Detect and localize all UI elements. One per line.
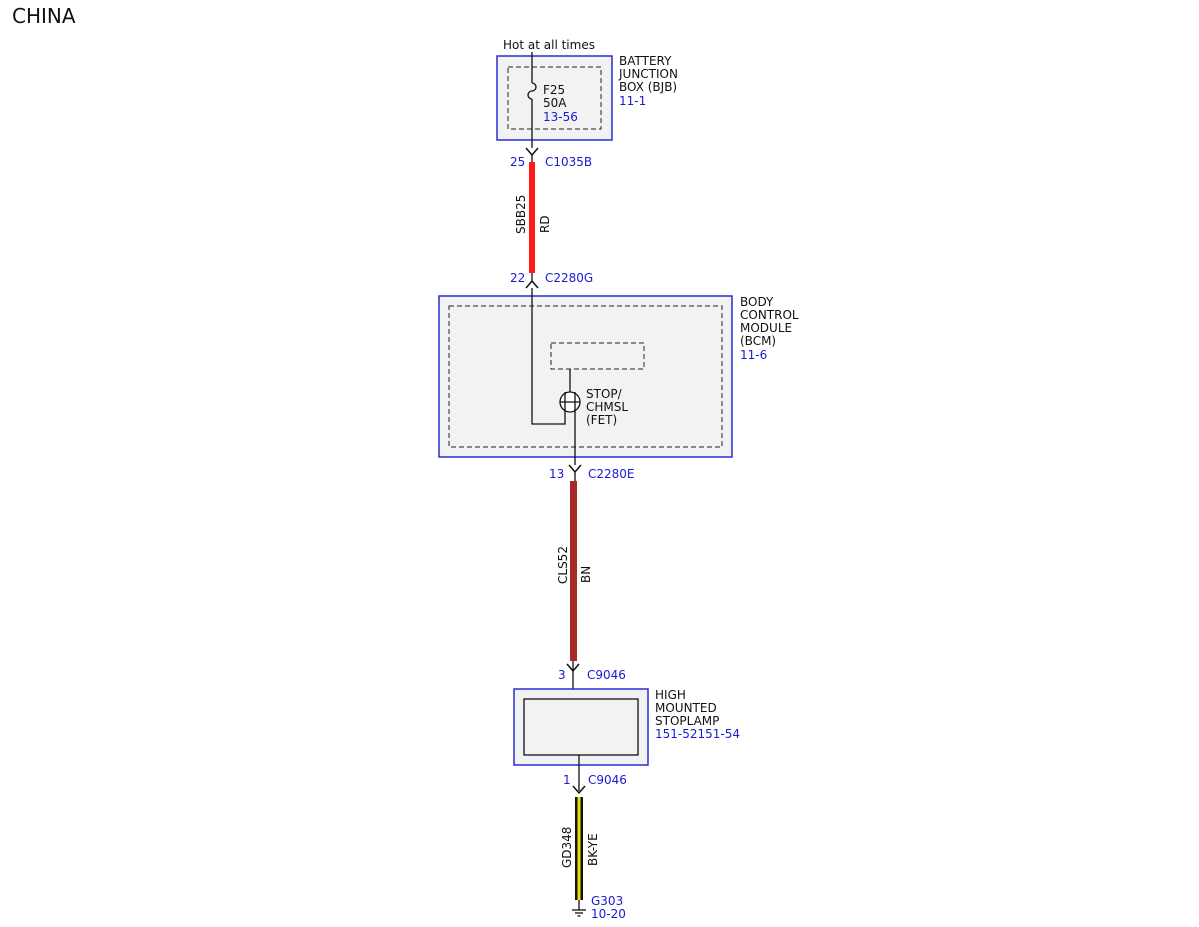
stoplamp-ref[interactable]: 151-52151-54 xyxy=(655,727,740,741)
connector-pin: 3 xyxy=(558,668,566,682)
connector-arrow-icon xyxy=(525,147,539,157)
fuse-icon xyxy=(527,82,537,100)
bcm-ref[interactable]: 11-6 xyxy=(740,348,767,362)
wire-circuit: CLS52 xyxy=(556,546,570,584)
fuse-rating: 50A xyxy=(543,96,567,110)
battery-junction-box[interactable] xyxy=(496,55,613,141)
body-control-module[interactable] xyxy=(438,295,733,458)
wire-circuit: SBB25 xyxy=(514,195,528,234)
ground-icon xyxy=(572,909,586,917)
wire-gd348[interactable] xyxy=(575,797,583,900)
bjb-name-line-3: BOX (BJB) xyxy=(619,80,677,94)
connector-name[interactable]: C9046 xyxy=(588,773,627,787)
wire-color: RD xyxy=(538,215,552,233)
connector-pin: 22 xyxy=(510,271,525,285)
bjb-ref[interactable]: 11-1 xyxy=(619,94,646,108)
ground-name[interactable]: G303 xyxy=(591,894,623,908)
connector-pin: 25 xyxy=(510,155,525,169)
stoplamp-name-line-1: HIGH xyxy=(655,688,686,702)
bcm-internal-wire xyxy=(531,288,566,425)
connector-pin: 1 xyxy=(563,773,571,787)
bcm-name-line-2: CONTROL xyxy=(740,308,799,322)
wire-color: BN xyxy=(579,566,593,583)
connector-name[interactable]: C1035B xyxy=(545,155,592,169)
supply-label: Hot at all times xyxy=(503,38,595,52)
connector-arrow-icon xyxy=(568,464,582,474)
bcm-name-line-1: BODY xyxy=(740,295,774,309)
wire-circuit: GD348 xyxy=(560,827,574,868)
bcm-name-line-4: (BCM) xyxy=(740,334,776,348)
stoplamp-name-line-2: MOUNTED xyxy=(655,701,717,715)
wire-sbb25[interactable] xyxy=(529,162,535,273)
page-title: CHINA xyxy=(12,4,76,28)
high-mounted-stoplamp[interactable] xyxy=(513,688,649,766)
fet-label-line-2: CHMSL xyxy=(586,400,628,414)
ground-ref[interactable]: 10-20 xyxy=(591,907,626,921)
connector-name[interactable]: C9046 xyxy=(587,668,626,682)
fet-transistor-icon xyxy=(559,391,581,413)
fuse-name: F25 xyxy=(543,83,565,97)
bjb-name-line-2: JUNCTION xyxy=(618,67,678,81)
wire-color: BK-YE xyxy=(586,833,600,866)
connector-name[interactable]: C2280E xyxy=(588,467,635,481)
connector-arrow-icon xyxy=(572,785,586,795)
bjb-name-line-1: BATTERY xyxy=(619,54,672,68)
wire-cls52[interactable] xyxy=(570,481,577,661)
fuse-ref[interactable]: 13-56 xyxy=(543,110,578,124)
connector-pin: 13 xyxy=(549,467,564,481)
connector-name[interactable]: C2280G xyxy=(545,271,593,285)
fet-label-line-3: (FET) xyxy=(586,413,617,427)
connector-arrow-icon xyxy=(525,279,539,289)
fet-label-line-1: STOP/ xyxy=(586,387,623,401)
bcm-name-line-3: MODULE xyxy=(740,321,792,335)
stoplamp-name-line-3: STOPLAMP xyxy=(655,714,719,728)
